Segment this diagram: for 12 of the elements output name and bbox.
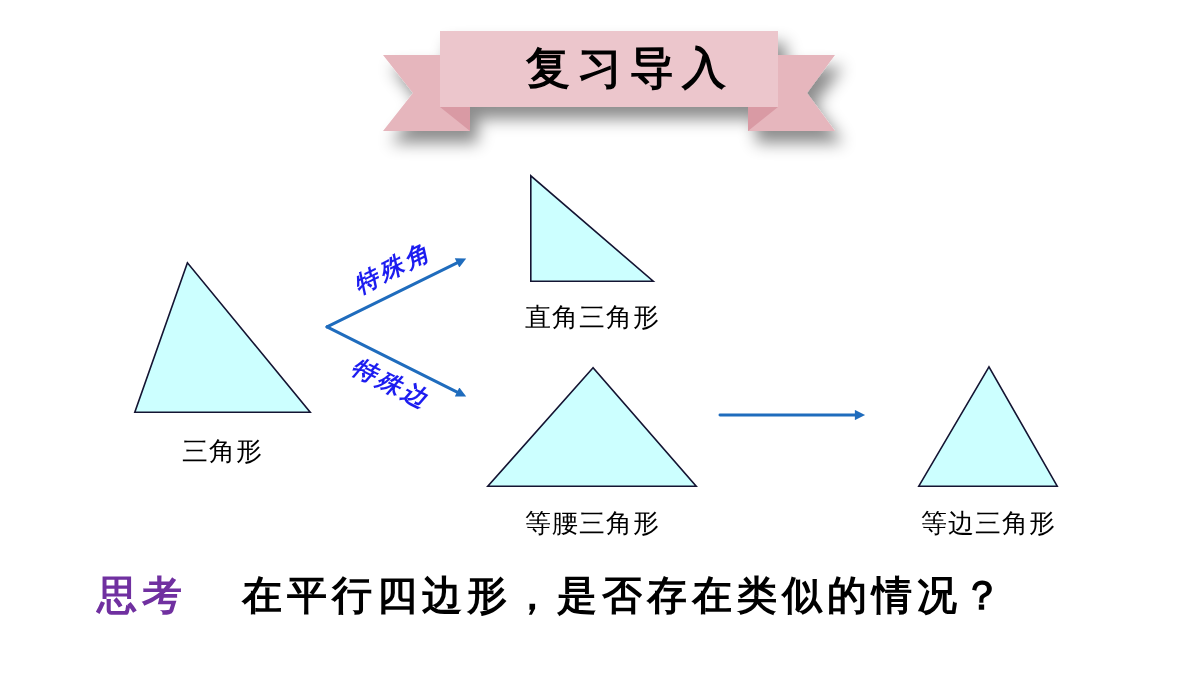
shape-name: 三角形: [182, 436, 263, 466]
arrow: [325, 325, 467, 397]
banner-title: 复习导入: [526, 43, 734, 93]
arrow: [718, 409, 866, 421]
edge-label: 特殊边: [347, 353, 435, 415]
prompt-text: 思考: [97, 572, 187, 618]
shape-name: 等腰三角形: [524, 508, 660, 538]
shape-name: 等边三角形: [920, 508, 1056, 538]
shape-name: 直角三角形: [524, 302, 660, 332]
arrow: [325, 258, 467, 329]
prompt-text: 在平行四边形，是否存在类似的情况？: [242, 572, 1007, 618]
edge-label: 特殊角: [349, 237, 437, 298]
